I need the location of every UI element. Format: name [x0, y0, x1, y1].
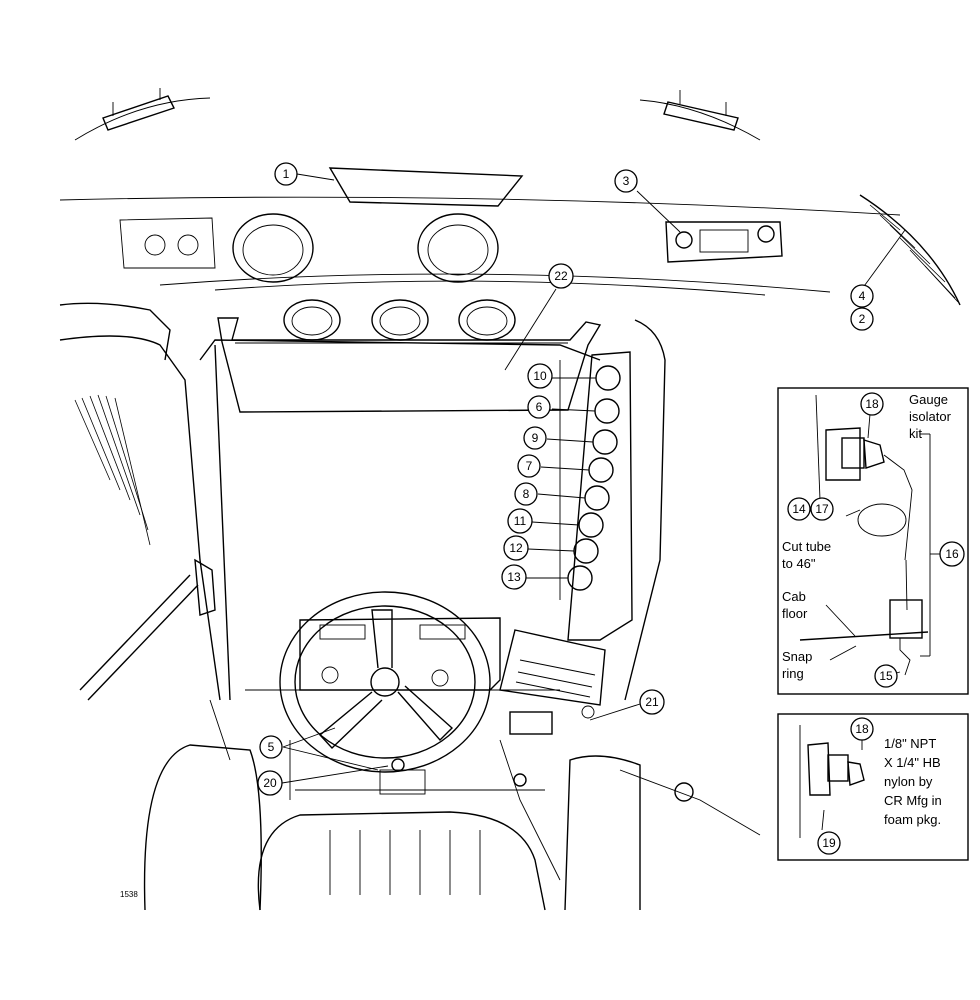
svg-text:21: 21 — [645, 695, 659, 709]
svg-text:13: 13 — [507, 570, 521, 584]
right-door-edge — [859, 194, 961, 306]
svg-text:9: 9 — [532, 431, 539, 445]
callout-17: 17 — [810, 497, 834, 521]
svg-text:14: 14 — [792, 502, 806, 516]
svg-text:18: 18 — [855, 722, 869, 736]
svg-text:12: 12 — [509, 541, 523, 555]
callout-6: 6 — [527, 395, 551, 419]
callout-7: 7 — [517, 454, 541, 478]
callout-18-isolator: 18 — [860, 392, 884, 416]
callout-19: 19 — [817, 831, 841, 855]
callout-18-fitting: 18 — [850, 717, 874, 741]
callout-13: 13 — [501, 564, 527, 590]
fitting-note-line-5: foam pkg. — [884, 812, 941, 827]
gauge-isolator-inset: Gauge isolator kit Cut tube to 46" Cab f… — [777, 387, 969, 695]
svg-text:15: 15 — [879, 669, 893, 683]
svg-text:22: 22 — [554, 269, 568, 283]
overhead-console — [59, 167, 901, 296]
fitting-inset: 1/8" NPT X 1/4" HB nylon by CR Mfg in fo… — [777, 713, 969, 861]
fitting-note-line-3: nylon by — [884, 774, 933, 789]
callout-5: 5 — [259, 735, 283, 759]
snap-ring-line-1: Snap — [782, 649, 812, 664]
callout-15: 15 — [874, 664, 898, 688]
svg-text:6: 6 — [536, 400, 543, 414]
callout-9: 9 — [523, 426, 547, 450]
isolator-title-line-2: isolator — [909, 409, 952, 424]
fitting-note-line-2: X 1/4" HB — [884, 755, 941, 770]
callout-10: 10 — [527, 363, 553, 389]
cut-tube-line-2: to 46" — [782, 556, 816, 571]
radio — [665, 221, 783, 263]
right-overhead-lamp — [639, 90, 761, 141]
cut-tube-line-1: Cut tube — [782, 539, 831, 554]
svg-text:20: 20 — [263, 776, 277, 790]
callout-20: 20 — [257, 770, 283, 796]
leader-lines — [281, 173, 906, 784]
callout-12: 12 — [503, 535, 529, 561]
svg-text:16: 16 — [945, 547, 959, 561]
callout-11: 11 — [507, 508, 533, 534]
callout-1: 1 — [274, 162, 298, 186]
left-glass-hatch — [74, 394, 151, 546]
svg-text:4: 4 — [859, 289, 866, 303]
steering-wheel — [279, 591, 491, 773]
callout-16: 16 — [939, 541, 965, 567]
center-console — [499, 629, 606, 881]
svg-text:7: 7 — [526, 459, 533, 473]
svg-text:8: 8 — [523, 487, 530, 501]
callout-3: 3 — [614, 169, 638, 193]
svg-text:18: 18 — [865, 397, 879, 411]
callout-14: 14 — [787, 497, 811, 521]
callout-4: 4 — [850, 284, 874, 308]
cab-floor-line-2: floor — [782, 606, 808, 621]
svg-text:10: 10 — [533, 369, 547, 383]
center-vents — [283, 299, 516, 341]
gauge-panel — [567, 351, 633, 641]
dashboard — [245, 617, 560, 691]
svg-text:2: 2 — [859, 312, 866, 326]
snap-ring-line-2: ring — [782, 666, 804, 681]
svg-text:19: 19 — [822, 836, 836, 850]
callout-8: 8 — [514, 482, 538, 506]
svg-text:17: 17 — [815, 502, 829, 516]
windshield-frame — [59, 302, 666, 701]
isolator-title-line-1: Gauge — [909, 392, 948, 407]
left-overhead-lamp — [74, 88, 211, 141]
callout-22: 22 — [548, 263, 574, 289]
left-door — [79, 558, 231, 761]
floor-and-seats — [143, 740, 761, 911]
storage-tray — [217, 317, 602, 413]
fitting-note-line-1: 1/8" NPT — [884, 736, 936, 751]
svg-text:11: 11 — [514, 514, 527, 528]
fitting-note-line-4: CR Mfg in — [884, 793, 942, 808]
svg-text:1: 1 — [283, 167, 290, 181]
cab-floor-line-1: Cab — [782, 589, 806, 604]
svg-text:5: 5 — [268, 740, 275, 754]
callout-21: 21 — [639, 689, 665, 715]
svg-text:3: 3 — [623, 174, 630, 188]
figure-number: 1538 — [120, 890, 138, 899]
callout-2: 2 — [850, 307, 874, 331]
isolator-title-line-3: kit — [909, 426, 922, 441]
